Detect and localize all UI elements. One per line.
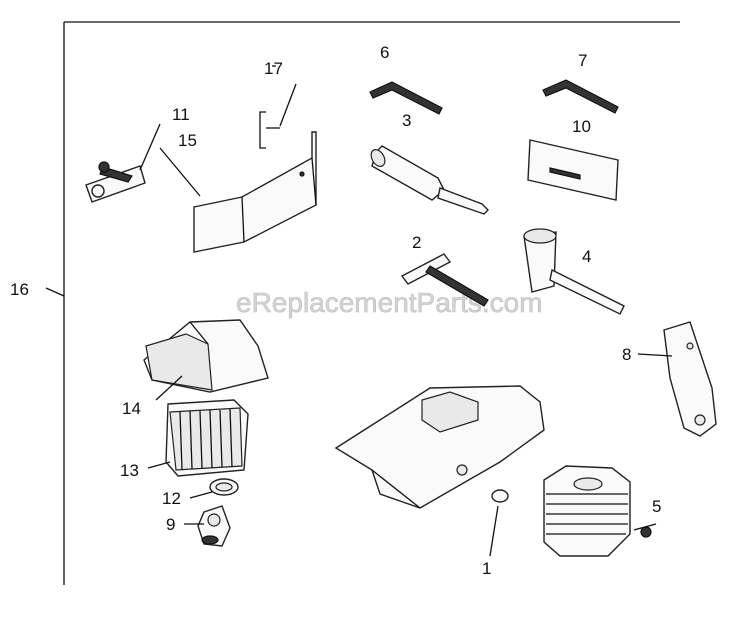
part-17-bracket-marker bbox=[259, 111, 280, 149]
frame-bracket bbox=[63, 21, 680, 585]
part-9-fitting[interactable] bbox=[197, 505, 231, 547]
cylinder-fins bbox=[546, 493, 628, 535]
label-8: 8 bbox=[622, 345, 631, 364]
label-1: 1 bbox=[482, 559, 491, 578]
label-10: 10 bbox=[572, 117, 591, 136]
filter-pleats bbox=[179, 408, 233, 471]
label-3: 3 bbox=[402, 111, 411, 130]
part-13-air-filter[interactable] bbox=[165, 399, 249, 477]
label-5: 5 bbox=[652, 497, 661, 516]
label-6: 6 bbox=[380, 43, 389, 62]
label-15: 15 bbox=[178, 131, 197, 150]
label-16: 16 bbox=[10, 280, 29, 299]
part-16-cylinder-cover[interactable] bbox=[334, 385, 545, 509]
part-12-ring[interactable] bbox=[209, 478, 239, 496]
part-8-guide-plate[interactable] bbox=[663, 321, 717, 437]
part-5-cylinder[interactable] bbox=[543, 465, 652, 557]
part-6-hex-key[interactable] bbox=[369, 81, 443, 115]
label-12: 12 bbox=[162, 489, 181, 508]
label-14: 14 bbox=[122, 399, 141, 418]
part-4-combination-wrench[interactable] bbox=[523, 228, 625, 315]
part-2-t-wrench[interactable] bbox=[400, 253, 489, 307]
label-9: 9 bbox=[166, 515, 175, 534]
part-10-decal[interactable] bbox=[527, 139, 619, 201]
watermark: eReplacementParts.com bbox=[236, 287, 543, 318]
leader-lines bbox=[45, 65, 673, 557]
part-14-filter-cover[interactable] bbox=[143, 319, 269, 393]
part-15-shield-plate[interactable] bbox=[193, 131, 317, 253]
part-labels: 1 2 3 4 5 6 7 8 9 10 11 12 13 14 15 16 1… bbox=[10, 43, 661, 578]
label-4: 4 bbox=[582, 247, 591, 266]
label-2: 2 bbox=[412, 233, 421, 252]
label-11: 11 bbox=[172, 105, 190, 124]
part-1-grommet[interactable] bbox=[491, 489, 509, 503]
label-17: 17 bbox=[264, 59, 283, 78]
part-3-screwdriver[interactable] bbox=[368, 145, 489, 215]
part-11-lever[interactable] bbox=[85, 161, 146, 203]
label-13: 13 bbox=[120, 461, 139, 480]
label-7: 7 bbox=[578, 51, 587, 70]
part-7-hex-key[interactable] bbox=[542, 79, 619, 114]
